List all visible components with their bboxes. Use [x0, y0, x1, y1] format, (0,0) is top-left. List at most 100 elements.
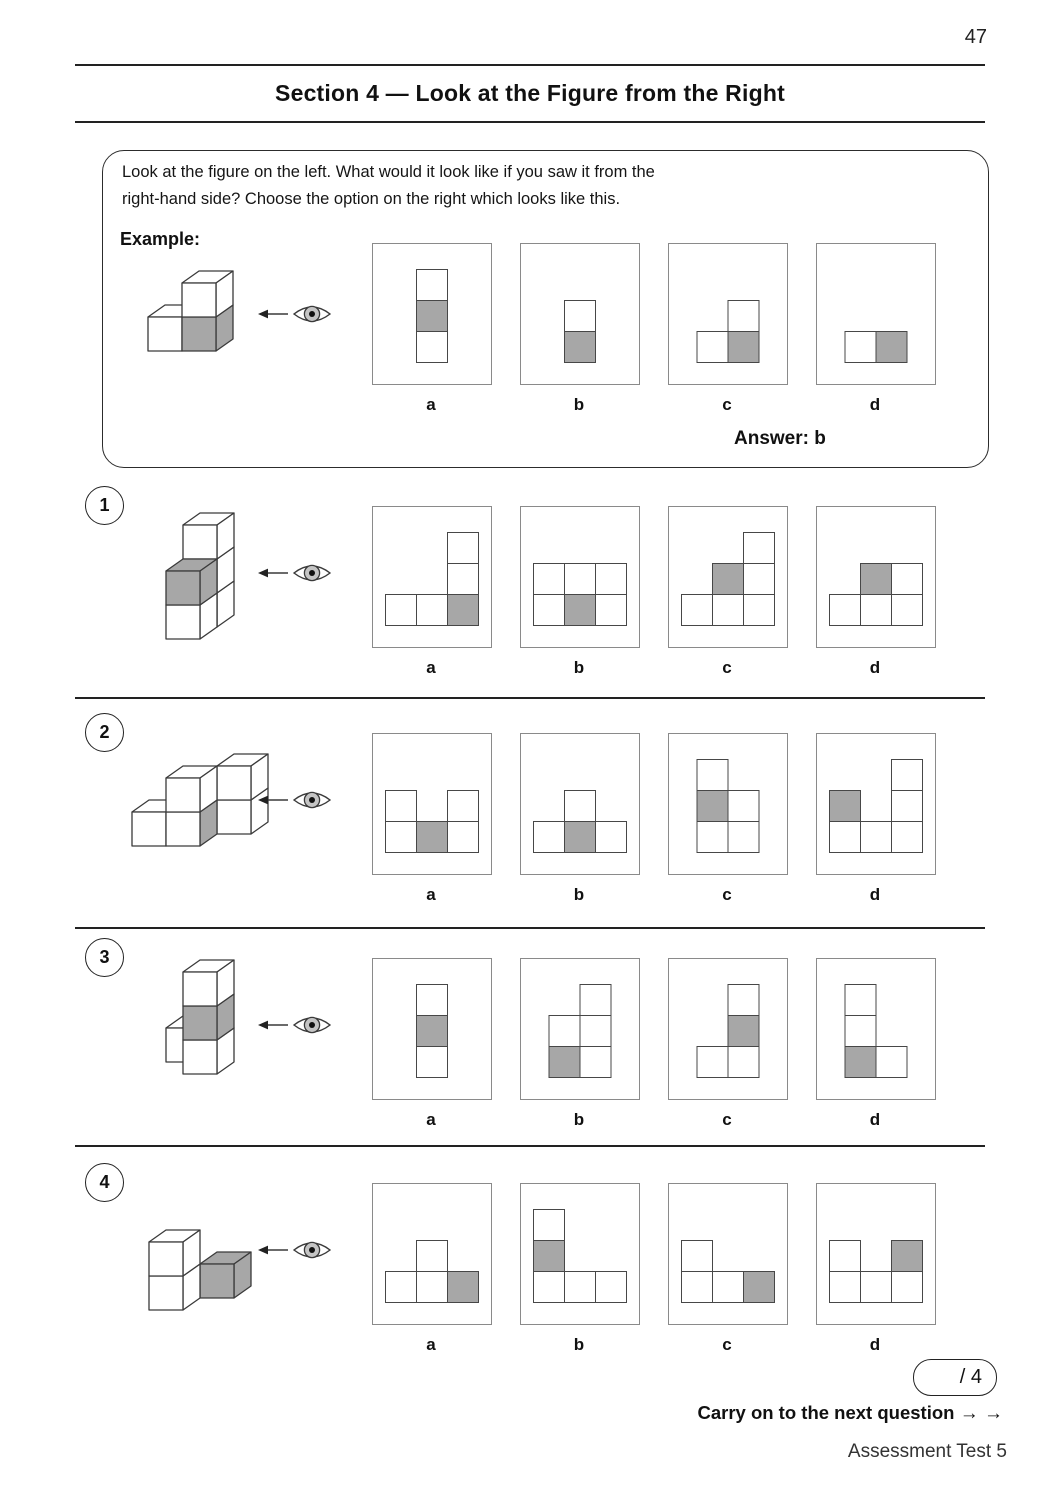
- answer-option-c[interactable]: [668, 958, 788, 1100]
- answer-option-a[interactable]: [372, 243, 492, 385]
- option-grid: [696, 984, 760, 1078]
- option-grid: [829, 563, 923, 626]
- answer-option-d[interactable]: [816, 506, 936, 648]
- question-row: 3 a b c d: [0, 938, 1061, 1170]
- grid-cell: [844, 1015, 877, 1047]
- answer-option-b[interactable]: [520, 733, 640, 875]
- grid-cell: [595, 821, 627, 853]
- grid-cell: [416, 594, 448, 626]
- option-grid: [844, 331, 908, 363]
- answer-option-b[interactable]: [520, 243, 640, 385]
- grid-cell: [579, 984, 612, 1016]
- grid-cell-shaded: [844, 1046, 877, 1078]
- grid-cell: [844, 331, 877, 363]
- question-number: 2: [85, 713, 124, 752]
- look-from-right-indicator: [258, 1016, 332, 1034]
- grid-cell: [385, 821, 417, 853]
- grid-cell: [533, 1271, 565, 1303]
- option-grid: [533, 1209, 627, 1303]
- grid-cell: [712, 594, 744, 626]
- answer-option-a[interactable]: [372, 1183, 492, 1325]
- answer-option-c[interactable]: [668, 243, 788, 385]
- question-row: 2 a b c d: [0, 713, 1061, 945]
- grid-cell: [579, 1046, 612, 1078]
- question-number: 3: [85, 938, 124, 977]
- grid-cell: [696, 821, 729, 853]
- grid-cell: [533, 1209, 565, 1241]
- grid-cell-shaded: [743, 1271, 775, 1303]
- grid-cell: [447, 532, 479, 564]
- grid-cell: [891, 563, 923, 595]
- grid-cell-shaded: [696, 790, 729, 822]
- cube-figure: [148, 1229, 252, 1311]
- option-label: b: [573, 885, 585, 904]
- grid-cell: [891, 594, 923, 626]
- answer-option-a[interactable]: [372, 506, 492, 648]
- grid-cell: [595, 563, 627, 595]
- eye-icon: [292, 564, 332, 582]
- answer-option-a[interactable]: [372, 958, 492, 1100]
- option-grid: [416, 984, 448, 1078]
- answer-option-d[interactable]: [816, 958, 936, 1100]
- grid-cell: [743, 563, 775, 595]
- grid-cell: [385, 790, 417, 822]
- grid-cell-shaded: [416, 300, 448, 332]
- option-label: c: [722, 1110, 732, 1129]
- option-grid: [548, 984, 612, 1078]
- option-label: c: [722, 885, 732, 904]
- left-arrow-icon: [258, 309, 288, 319]
- answer-option-c[interactable]: [668, 1183, 788, 1325]
- grid-cell-shaded: [416, 1015, 448, 1047]
- grid-cell: [416, 1271, 448, 1303]
- option-label: b: [573, 658, 585, 677]
- grid-cell: [681, 1240, 713, 1272]
- option-grid: [681, 532, 775, 626]
- option-label: c: [722, 658, 732, 677]
- answer-option-a[interactable]: [372, 733, 492, 875]
- grid-cell: [416, 269, 448, 301]
- option-label: a: [426, 395, 436, 414]
- grid-cell-shaded: [447, 594, 479, 626]
- grid-cell: [829, 821, 861, 853]
- answer-option-b[interactable]: [520, 958, 640, 1100]
- cube-figure-container: [116, 741, 284, 859]
- answer-option-b[interactable]: [520, 1183, 640, 1325]
- carry-on-note: Carry on to the next question → →: [697, 1402, 1003, 1425]
- grid-cell: [875, 1046, 908, 1078]
- look-from-right-indicator: [258, 791, 332, 809]
- example-row: a b c d: [0, 243, 1061, 455]
- grid-cell-shaded: [727, 1015, 760, 1047]
- answer-option-c[interactable]: [668, 506, 788, 648]
- question-separator: [75, 1145, 985, 1147]
- grid-cell: [564, 790, 596, 822]
- grid-cell: [712, 1271, 744, 1303]
- look-from-right-indicator: [258, 305, 332, 323]
- grid-cell: [548, 1015, 581, 1047]
- answer-option-c[interactable]: [668, 733, 788, 875]
- grid-cell: [696, 331, 729, 363]
- grid-cell: [385, 594, 417, 626]
- answer-option-d[interactable]: [816, 1183, 936, 1325]
- answer-option-d[interactable]: [816, 733, 936, 875]
- instruction-line-1: Look at the figure on the left. What wou…: [122, 163, 655, 181]
- question-number: 1: [85, 486, 124, 525]
- section-title: Section 4 — Look at the Figure from the …: [275, 80, 785, 106]
- option-label: b: [573, 395, 585, 414]
- answer-option-d[interactable]: [816, 243, 936, 385]
- option-grid: [564, 300, 596, 363]
- grid-cell: [743, 532, 775, 564]
- option-label: a: [426, 1110, 436, 1129]
- horizontal-rule-top: [75, 64, 985, 66]
- grid-cell: [727, 300, 760, 332]
- grid-cell-shaded: [416, 821, 448, 853]
- grid-cell-shaded: [533, 1240, 565, 1272]
- grid-cell: [416, 984, 448, 1016]
- grid-cell: [844, 984, 877, 1016]
- example-label: Example:: [120, 229, 201, 249]
- option-grid: [844, 984, 908, 1078]
- option-grid: [681, 1240, 775, 1303]
- answer-option-b[interactable]: [520, 506, 640, 648]
- cube-figure: [165, 512, 235, 640]
- eye-icon: [292, 305, 332, 323]
